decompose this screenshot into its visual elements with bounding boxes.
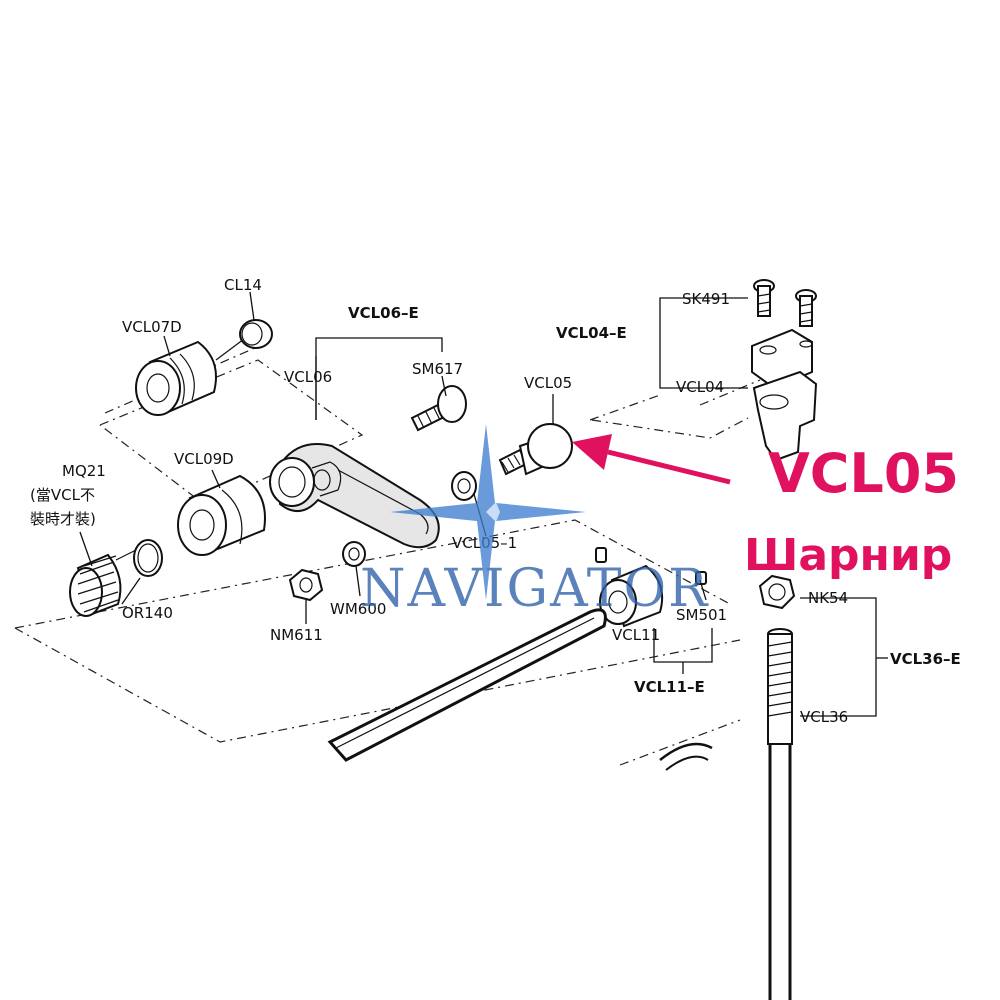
main-shaft <box>327 608 713 771</box>
callout-arrow-icon <box>572 434 731 485</box>
label-vcl36-e: VCL36–E <box>890 650 961 668</box>
navigator-watermark: NAVIGATOR <box>360 424 709 619</box>
sk491-screws <box>753 279 817 327</box>
highlight-subtitle: Шарнир <box>744 530 952 581</box>
cl14-ring <box>239 319 273 349</box>
sm617-screw <box>410 385 467 432</box>
label-vcl09d: VCL09D <box>174 450 234 468</box>
compass-star-icon <box>390 424 586 600</box>
label-vcl07d: VCL07D <box>122 318 182 336</box>
watermark-text: NAVIGATOR <box>360 559 709 619</box>
label-vcl11-e: VCL11–E <box>634 678 705 696</box>
label-or140: OR140 <box>122 604 173 622</box>
label-nm611: NM611 <box>270 626 323 644</box>
assembly-guide-lines <box>14 335 761 766</box>
vcl04-clamp <box>751 328 818 462</box>
label-mq21: MQ21 <box>62 462 106 480</box>
wm600-washer <box>342 541 366 567</box>
nk54-nut <box>758 574 796 610</box>
label-vcl36: VCL36 <box>800 708 848 726</box>
vcl36-threaded-rod <box>767 628 793 1000</box>
label-mq21-note-1: (當VCL不 <box>30 486 95 504</box>
nm611-nut <box>288 568 324 602</box>
vcl11-collar <box>599 564 664 628</box>
vcl05-ball-joint <box>498 423 573 476</box>
label-nk54: NK54 <box>808 589 848 607</box>
label-sm501: SM501 <box>676 606 727 624</box>
label-vcl04: VCL04 <box>676 378 724 396</box>
highlight-callout: VCL05 Шарнир <box>572 434 959 581</box>
label-wm600: WM600 <box>330 600 386 618</box>
highlight-title: VCL05 <box>768 442 959 505</box>
vcl09d-bushing <box>177 474 266 556</box>
part-labels: CL14 VCL07D VCL06–E VCL06 SM617 VCL05 SK… <box>30 276 961 726</box>
vcl07d-bushing <box>135 340 217 416</box>
label-vcl11: VCL11 <box>612 626 660 644</box>
label-vcl06-e: VCL06–E <box>348 304 419 322</box>
vcl06-lever <box>269 443 440 549</box>
label-vcl04-e: VCL04–E <box>556 324 627 342</box>
mq21-knurled-cap <box>69 553 122 617</box>
label-vcl06: VCL06 <box>284 368 332 386</box>
vcl05-1-washer <box>451 471 477 501</box>
label-mq21-note-2: 裝時才裝) <box>30 510 96 528</box>
label-sk491: SK491 <box>682 290 730 308</box>
bracket-lines <box>79 291 888 717</box>
label-cl14: CL14 <box>224 276 262 294</box>
label-vcl05: VCL05 <box>524 374 572 392</box>
or140-oring <box>133 539 163 577</box>
label-sm617: SM617 <box>412 360 463 378</box>
